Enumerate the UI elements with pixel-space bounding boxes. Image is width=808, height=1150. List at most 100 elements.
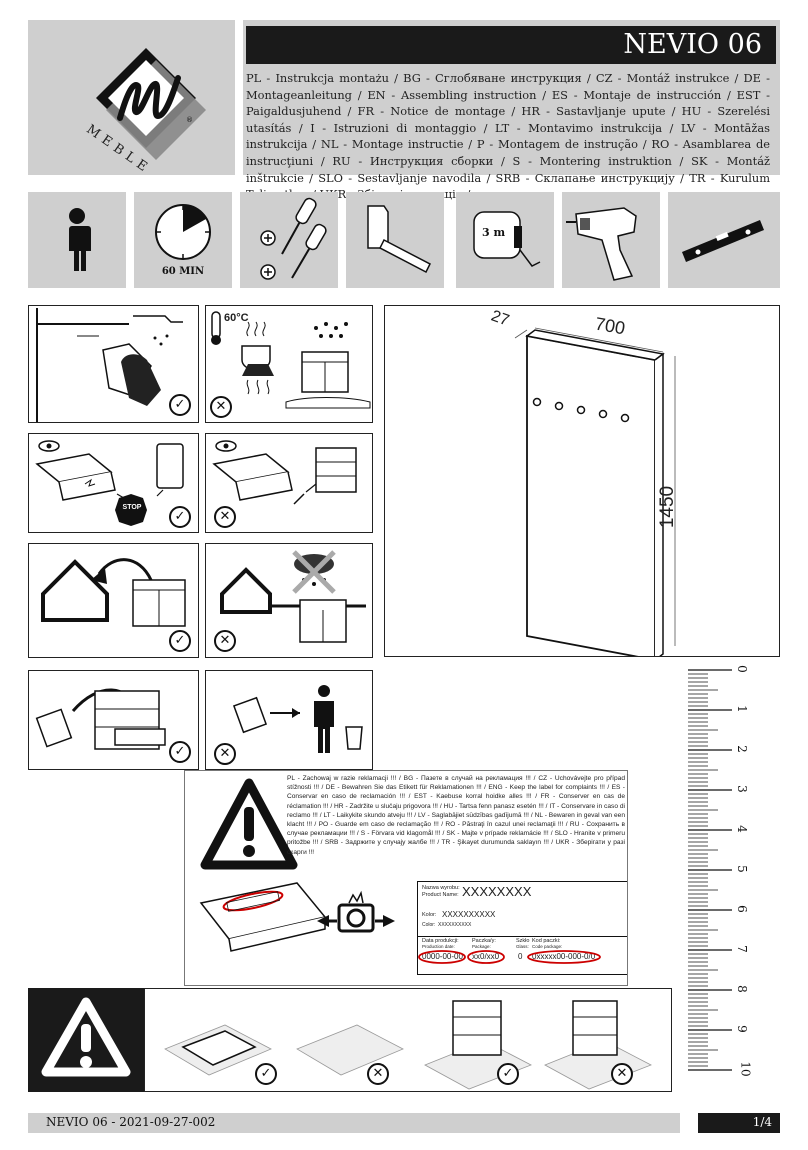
manual-in-trash-icon — [232, 685, 363, 753]
camera-arrows-icon — [317, 890, 395, 933]
inspect-panel-stop: STOP ✓ — [28, 433, 199, 533]
product-title: NEVIO 06 — [623, 29, 762, 60]
outdoor-panel-no: ✕ — [205, 543, 373, 658]
pack-caption: Paczka/y: — [472, 938, 496, 944]
temperature-label: 60°C — [224, 312, 249, 324]
warning-triangle-icon — [41, 997, 131, 1077]
dimension-panel: 27 700 1450 — [384, 305, 780, 657]
forbidden-mark-icon: ✕ — [214, 743, 236, 765]
label-highlight-marks — [418, 950, 601, 964]
forbidden-mark-icon: ✕ — [214, 506, 236, 528]
height-label: 1450 — [657, 485, 679, 529]
warning-strip — [28, 988, 144, 1092]
time-label: 60 MIN — [161, 266, 205, 277]
ruler-label: 6 — [734, 905, 749, 913]
color-caption-en: Color: — [422, 922, 436, 928]
ruler-label: 5 — [734, 865, 749, 873]
person-icon — [66, 208, 91, 271]
inspect-panel-damaged: ✕ — [205, 433, 373, 533]
ruler-ticks — [688, 669, 732, 1071]
indoor-panel-ok: ✓ — [28, 543, 199, 658]
prod-date-caption: Data produkcji: — [422, 938, 459, 944]
damaged-package-icon — [35, 440, 184, 526]
pack-value: xx0/xx0 — [472, 952, 500, 961]
label-divider — [418, 936, 627, 937]
hammer-icon — [367, 205, 432, 274]
screwdrivers-icon — [260, 197, 327, 280]
product-name-value: XXXXXXXX — [462, 884, 532, 899]
ruler-label: 0 — [734, 665, 749, 673]
ruler-label: 3 — [734, 785, 749, 793]
name-caption-en: Product Name: — [422, 892, 459, 898]
ml-logo-icon: ® — [96, 48, 206, 160]
house-indoor-icon — [41, 558, 186, 627]
footer-bar: NEVIO 06 - 2021-09-27-002 — [28, 1113, 680, 1133]
tool-time: 60 MIN — [134, 192, 232, 288]
keep-manual-panel-no: ✕ — [205, 670, 373, 770]
spirit-level-icon — [682, 220, 764, 262]
color-value: XXXXXXXXXX — [442, 910, 496, 919]
ruler: 0 1 2 3 4 5 6 7 8 9 10 — [688, 664, 780, 1088]
ruler-label: 10 — [738, 1061, 753, 1077]
tool-level — [668, 192, 780, 288]
forbidden-mark-icon: ✕ — [367, 1063, 389, 1085]
ok-mark-icon: ✓ — [169, 630, 191, 652]
title-bar: NEVIO 06 — [246, 26, 776, 64]
prod-date-caption-en: Production date: — [422, 944, 455, 949]
tape-measure-icon — [473, 211, 541, 267]
forbidden-mark-icon: ✕ — [210, 396, 232, 418]
tool-person — [28, 192, 126, 288]
page-number: 1/4 — [752, 1115, 772, 1129]
house-outdoor-icon — [220, 550, 366, 643]
pack-caption-en: Package: — [472, 944, 491, 949]
floor-protection-icons — [164, 1000, 652, 1090]
tool-screwdrivers — [240, 192, 338, 288]
glass-caption-en: Glass: — [516, 944, 529, 949]
product-label-sample: Nazwa wyrobu: Product Name: XXXXXXXX Kol… — [417, 881, 627, 975]
doc-id: NEVIO 06 - 2021-09-27-002 — [46, 1115, 216, 1129]
code-value: 0xxxxx00-000-0/0 — [532, 952, 596, 961]
ok-mark-icon: ✓ — [497, 1063, 519, 1085]
logo-area: ® MEBLE — [28, 20, 235, 178]
languages-text: PL - Instrukcja montażu / BG - Сглобяван… — [246, 71, 770, 201]
tool-hammer — [346, 192, 444, 288]
ruler-label: 7 — [734, 945, 749, 953]
ok-mark-icon: ✓ — [255, 1063, 277, 1085]
ruler-label: 8 — [734, 985, 749, 993]
stop-label: STOP — [122, 504, 142, 511]
cleaning-cloth-icon — [36, 308, 183, 422]
tool-tape: 3 m — [456, 192, 554, 288]
care-panel-clean: ✓ — [28, 305, 199, 423]
ruler-label: 4 — [734, 825, 749, 833]
forbidden-mark-icon: ✕ — [214, 630, 236, 652]
damaged-assembly-icon — [212, 440, 357, 505]
floor-warning-strip: ✓ ✕ ✓ ✕ — [144, 988, 672, 1092]
ok-mark-icon: ✓ — [169, 741, 191, 763]
ok-mark-icon: ✓ — [169, 506, 191, 528]
complaint-notice-text: PL - Zachowaj w razie reklamacji !!! / B… — [287, 775, 625, 856]
color-caption: Kolor: — [422, 912, 437, 918]
keep-manual-panel-ok: ✓ — [28, 670, 199, 770]
ruler-label: 9 — [734, 1025, 749, 1033]
warning-triangle-icon — [200, 778, 298, 870]
manual-into-drawer-icon — [35, 688, 166, 750]
tool-drill — [562, 192, 660, 288]
code-caption-en: Code package: — [532, 944, 563, 949]
ruler-label: 1 — [734, 705, 749, 713]
complaint-notice: PL - Zachowaj w razie reklamacji !!! / B… — [184, 770, 628, 986]
glass-value: 0 — [518, 952, 523, 961]
drill-icon — [566, 207, 637, 281]
name-caption: Nazwa wyrobu: — [422, 885, 460, 891]
svg-text:®: ® — [186, 116, 193, 124]
glass-caption: Szkło — [516, 938, 530, 944]
package-label-icon — [199, 882, 327, 952]
ok-mark-icon: ✓ — [169, 394, 191, 416]
forbidden-mark-icon: ✕ — [611, 1063, 633, 1085]
code-caption: Kod paczki: — [532, 938, 561, 944]
care-panel-heat: 60°C ✕ — [205, 305, 373, 423]
page-number-box: 1/4 — [698, 1113, 780, 1133]
heat-moisture-icon — [211, 311, 371, 409]
coat-rack-panel-icon — [514, 327, 676, 656]
ruler-label: 2 — [734, 745, 749, 753]
tape-label: 3 m — [482, 226, 506, 239]
